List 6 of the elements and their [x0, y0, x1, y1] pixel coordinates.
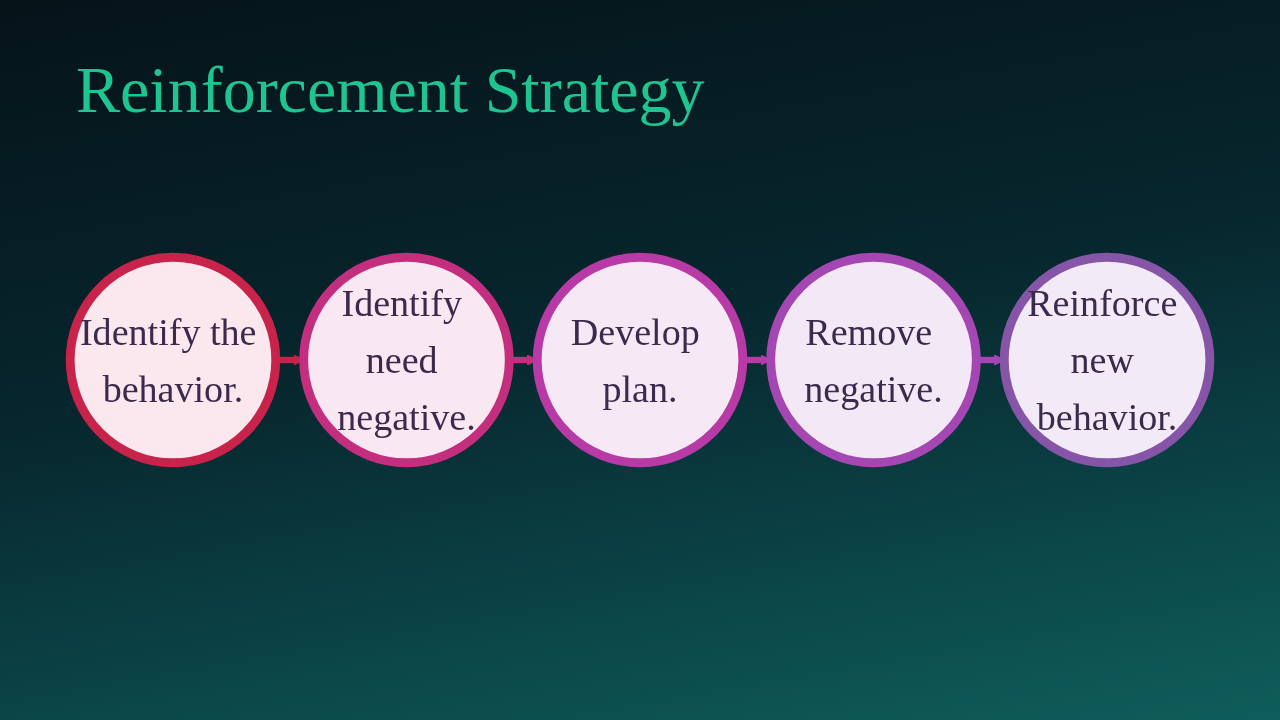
node-circle: Develop plan.	[532, 252, 748, 468]
title: Reinforcement Strategy	[76, 52, 705, 128]
node-circle: Identify the behavior.	[65, 252, 281, 468]
node-circle: Identify need negative.	[299, 252, 514, 468]
node-circle: Reinforce new behavior.	[999, 252, 1215, 468]
node-circle: Remove negative.	[766, 252, 981, 468]
